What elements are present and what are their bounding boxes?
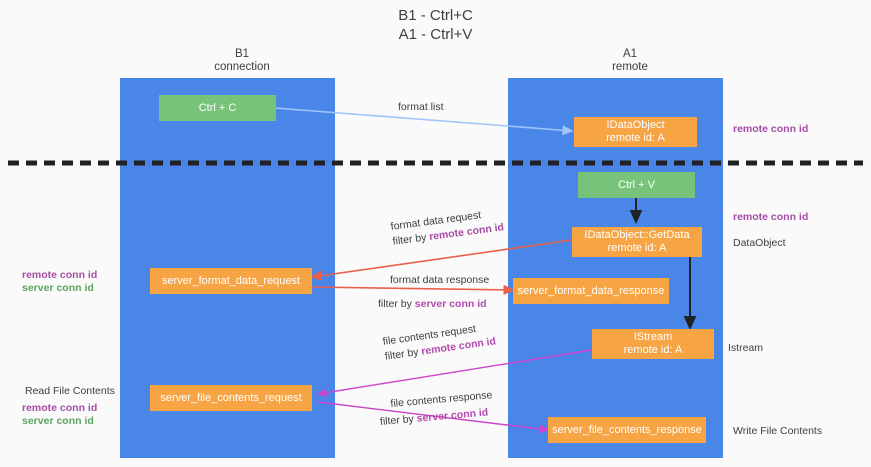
edge-label-format-data-response-filter: filter by server conn id — [378, 298, 487, 311]
column-header-a1-sub: remote — [612, 61, 648, 73]
side-label-left-server-conn-id-mid: server conn id — [22, 282, 94, 294]
side-label-istream: Istream — [728, 342, 764, 354]
node-idataobject[interactable]: IDataObject remote id: A — [574, 117, 697, 147]
node-ctrl-c-label: Ctrl + C — [198, 101, 237, 114]
side-label-remote-conn-id-top: remote conn id — [733, 123, 809, 135]
node-server-format-data-request[interactable]: server_format_data_request — [150, 268, 312, 294]
side-label-read-file-contents: Read File Contents — [25, 385, 115, 397]
title-line-1: B1 - Ctrl+C — [398, 7, 473, 24]
arrow-format-data-response — [311, 284, 515, 295]
node-istream-line2: remote id: A — [623, 344, 683, 356]
node-server-file-contents-response[interactable]: server_file_contents_response — [548, 417, 706, 443]
edge-label-format-list: format list — [398, 101, 444, 113]
side-label-left-remote-conn-id-mid: remote conn id — [22, 269, 98, 281]
node-istream-line1: IStream — [633, 331, 673, 343]
node-server-file-contents-request[interactable]: server_file_contents_request — [150, 385, 312, 411]
filter-prefix-3: filter by — [384, 345, 423, 363]
edge-label-format-data-request-group: format data request filter by remote con… — [390, 206, 505, 248]
side-label-left-remote-conn-id-bot: remote conn id — [22, 402, 98, 414]
node-ctrl-v-label: Ctrl + V — [618, 178, 655, 191]
node-idataobject-line2: remote id: A — [606, 132, 665, 144]
side-label-remote-conn-id-mid: remote conn id — [733, 211, 809, 223]
filter-prefix-4: filter by — [379, 412, 418, 428]
edge-label-format-data-response: format data response — [390, 274, 490, 286]
node-ctrl-c[interactable]: Ctrl + C — [159, 95, 276, 121]
node-server-format-data-response-label: server_format_data_response — [517, 284, 665, 297]
node-server-format-data-request-label: server_format_data_request — [161, 274, 301, 287]
title-line-2: A1 - Ctrl+V — [398, 26, 473, 43]
node-server-format-data-response[interactable]: server_format_data_response — [513, 278, 669, 304]
node-getdata[interactable]: IDataObject::GetData remote id: A — [572, 227, 702, 257]
column-header-a1: A1 remote — [540, 48, 720, 74]
node-server-file-contents-response-label: server_file_contents_response — [552, 423, 702, 436]
column-header-b1-sub: connection — [214, 61, 270, 73]
edge-label-file-contents-request-group: file contents request filter by remote c… — [382, 320, 497, 363]
node-ctrl-v[interactable]: Ctrl + V — [578, 172, 695, 198]
edge-label-file-contents-response-group: file contents response filter by server … — [380, 389, 494, 428]
node-istream[interactable]: IStream remote id: A — [592, 329, 714, 359]
side-label-dataobject: DataObject — [733, 237, 786, 249]
page-title: B1 - Ctrl+C A1 - Ctrl+V — [0, 6, 871, 44]
node-idataobject-line1: IDataObject — [606, 119, 665, 131]
column-header-b1-name: B1 — [234, 48, 250, 60]
column-header-b1: B1 connection — [152, 48, 332, 74]
node-getdata-line2: remote id: A — [607, 242, 667, 254]
side-label-write-file-contents: Write File Contents — [733, 425, 823, 437]
filter-key-server-conn-id: server conn id — [414, 298, 487, 310]
node-getdata-line1: IDataObject::GetData — [584, 229, 690, 241]
column-header-a1-name: A1 — [622, 48, 638, 60]
filter-prefix-2: filter by — [378, 298, 415, 310]
filter-prefix: filter by — [391, 231, 430, 248]
node-server-file-contents-request-label: server_file_contents_request — [160, 391, 302, 404]
filter-key-server-conn-id-2: server conn id — [416, 406, 489, 425]
side-label-left-server-conn-id-bot: server conn id — [22, 415, 94, 427]
